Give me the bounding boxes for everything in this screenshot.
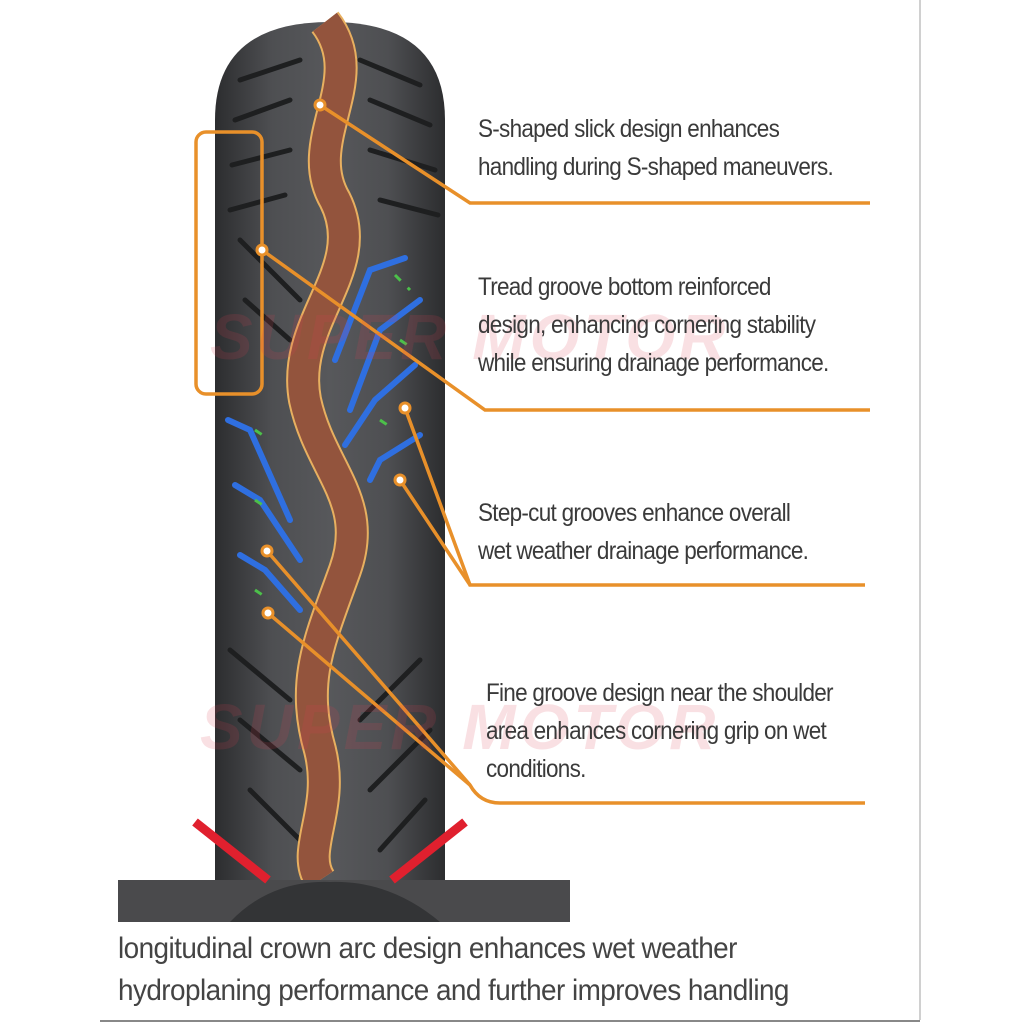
step-cut-grooves [225, 255, 423, 613]
callout-leaders [194, 103, 870, 805]
callout-text: Fine groove design near the shoulder [486, 679, 834, 707]
callout-text: handling during S-shaped maneuvers. [478, 153, 834, 181]
callout-text: Step-cut grooves enhance overall [478, 499, 791, 527]
callout-fine-groove: Fine groove design near the shoulder are… [486, 674, 834, 788]
fine-grooves [254, 273, 416, 602]
callout-dots [255, 98, 412, 620]
red-marker-right [389, 818, 468, 884]
leader-1 [319, 103, 870, 205]
watermark: SUPER MOTOR [210, 301, 730, 373]
callout-text: wet weather drainage performance. [478, 537, 809, 565]
leader-4b [266, 611, 472, 787]
leader-4a [265, 549, 865, 805]
leader-3b [398, 479, 472, 586]
contact-patch [230, 881, 440, 922]
red-marker-left [192, 818, 271, 884]
callout-text: while ensuring drainage performance. [478, 349, 829, 377]
callout-step-cut: Step-cut grooves enhance overall wet wea… [478, 494, 809, 570]
callout-text: Tread groove bottom reinforced [478, 273, 771, 301]
tread-grooves [227, 57, 441, 853]
caption-line: hydroplaning performance and further imp… [118, 974, 789, 1007]
callout-tread-groove: Tread groove bottom reinforced design, e… [478, 268, 829, 382]
watermark: SUPER MOTOR [200, 691, 720, 763]
callout-s-shaped-slick: S-shaped slick design enhances handling … [478, 110, 834, 186]
callout-text: conditions. [486, 755, 586, 783]
caption-line: longitudinal crown arc design enhances w… [118, 932, 737, 965]
callout-text: design, enhancing cornering stability [478, 311, 816, 339]
shoulder-highlight-box [194, 130, 264, 396]
callout-text: area enhances cornering grip on wet [486, 717, 827, 745]
caption: longitudinal crown arc design enhances w… [118, 928, 789, 1012]
callout-text: S-shaped slick design enhances [478, 115, 780, 143]
leader-2 [260, 248, 870, 412]
